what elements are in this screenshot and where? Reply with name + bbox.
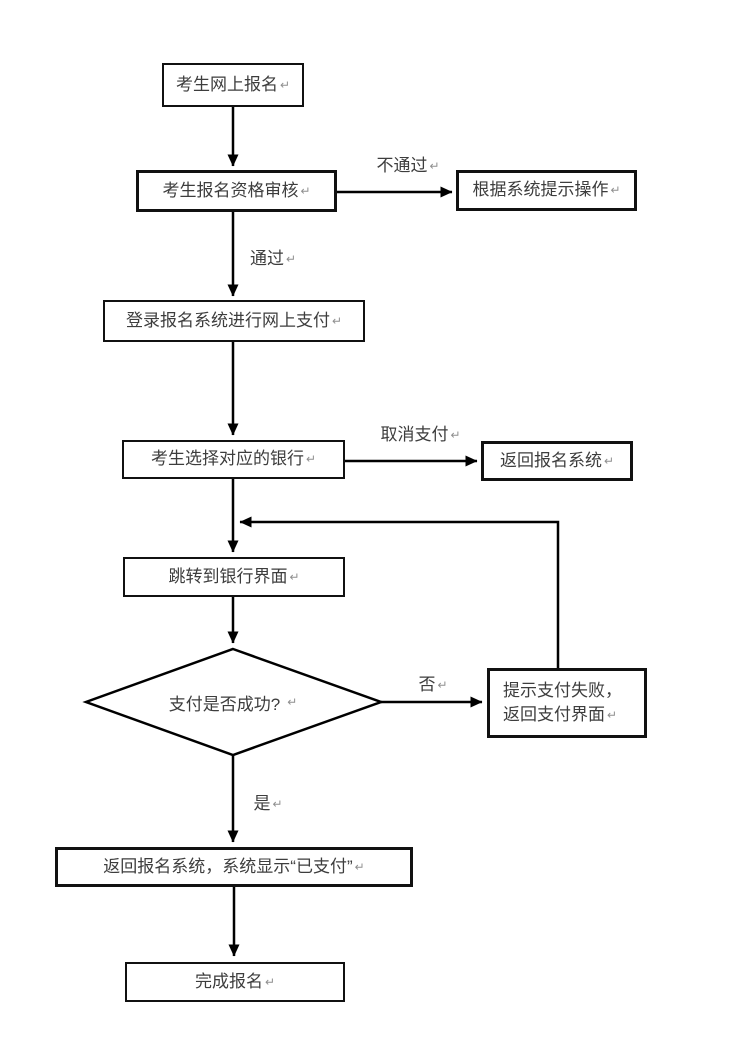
- return-mark-icon: ↵: [285, 252, 297, 266]
- edge-label-yes: 是↵: [253, 794, 283, 813]
- node-login-pay: 登录报名系统进行网上支付↵: [103, 300, 365, 342]
- decision-diamond: [82, 647, 385, 757]
- return-mark-icon: ↵: [610, 183, 621, 198]
- node-paid: 返回报名系统，系统显示“已支付”↵: [55, 847, 413, 887]
- return-mark-icon: ↵: [354, 859, 365, 874]
- node-done: 完成报名↵: [125, 962, 345, 1002]
- edge-label-fail: 不通过↵: [376, 156, 440, 175]
- node-prompt-action: 根据系统提示操作↵: [456, 170, 637, 211]
- edge-label-cancel: 取消支付↵: [380, 425, 461, 444]
- node-bank-page: 跳转到银行界面↵: [123, 557, 345, 597]
- return-mark-icon: ↵: [279, 77, 291, 92]
- edge-label-no: 否↵: [418, 675, 448, 694]
- node-review: 考生报名资格审核↵: [136, 170, 337, 212]
- node-register: 考生网上报名↵: [162, 63, 304, 107]
- node-choose-bank: 考生选择对应的银行↵: [122, 440, 345, 479]
- edge-label-pass: 通过↵: [249, 249, 297, 268]
- return-mark-icon: ↵: [437, 678, 448, 692]
- return-mark-icon: ↵: [607, 708, 618, 722]
- return-mark-icon: ↵: [331, 313, 343, 328]
- edge-payfail-loop: [239, 516, 560, 668]
- node-return-system: 返回报名系统↵: [481, 441, 633, 481]
- return-mark-icon: ↵: [287, 695, 298, 709]
- node-pay-check-label: 支付是否成功?: [168, 694, 281, 714]
- node-register-label: 考生网上报名: [175, 74, 278, 94]
- node-prompt-action-label: 根据系统提示操作: [472, 180, 609, 200]
- return-mark-icon: ↵: [305, 452, 317, 467]
- node-pay-fail-line1: 提示支付失败，: [503, 680, 622, 700]
- return-mark-icon: ↵: [272, 797, 283, 811]
- return-mark-icon: ↵: [603, 453, 615, 468]
- return-mark-icon: ↵: [264, 974, 276, 989]
- node-pay-fail: 提示支付失败， 返回支付界面↵: [487, 668, 647, 738]
- return-mark-icon: ↵: [450, 428, 461, 442]
- node-bank-page-label: 跳转到银行界面: [168, 566, 288, 586]
- node-pay-fail-line2: 返回支付界面↵: [503, 705, 618, 724]
- node-return-system-label: 返回报名系统: [499, 450, 602, 470]
- node-paid-label: 返回报名系统，系统显示“已支付”: [103, 856, 353, 876]
- return-mark-icon: ↵: [289, 569, 300, 584]
- return-mark-icon: ↵: [300, 183, 311, 198]
- node-done-label: 完成报名: [194, 971, 263, 991]
- node-choose-bank-label: 考生选择对应的银行: [150, 449, 304, 469]
- return-mark-icon: ↵: [429, 159, 440, 173]
- node-login-pay-label: 登录报名系统进行网上支付: [125, 310, 330, 330]
- node-pay-check: 支付是否成功? ↵: [133, 688, 333, 716]
- node-review-label: 考生报名资格审核: [162, 180, 299, 200]
